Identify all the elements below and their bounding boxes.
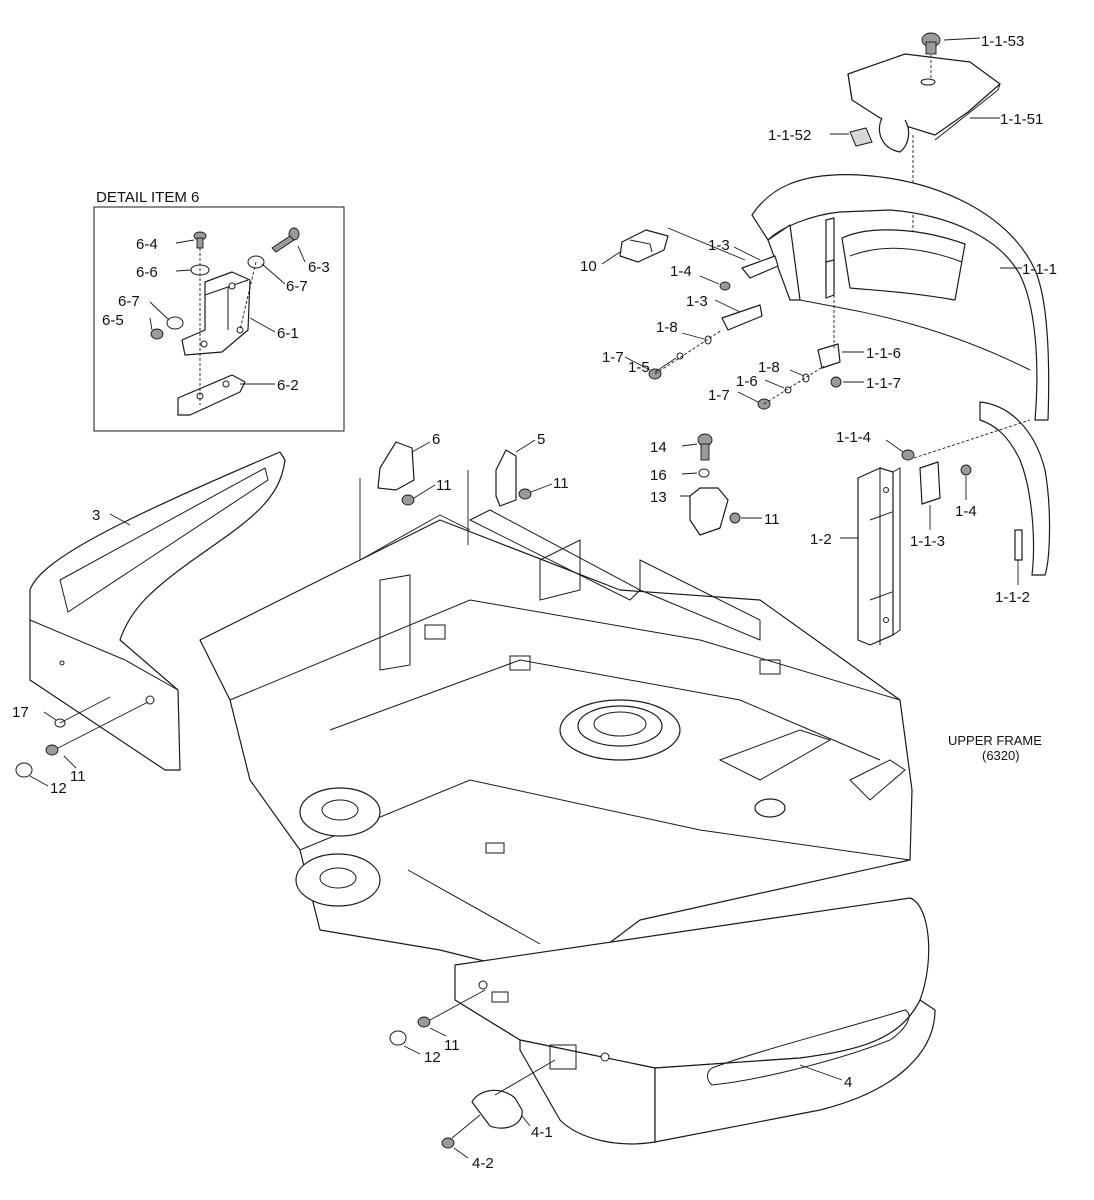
counterweight-4 bbox=[407, 869, 936, 1145]
callout-6: 6 bbox=[432, 431, 440, 448]
side-cover-3 bbox=[29, 451, 286, 771]
callout-1-1-6: 1-1-6 bbox=[866, 345, 901, 362]
callout-11-e: 11 bbox=[70, 768, 86, 785]
side-panel-1-1-2 bbox=[979, 401, 1051, 576]
callout-6-7-right: 6-7 bbox=[286, 278, 308, 295]
bracket-6-1 bbox=[181, 271, 251, 356]
washer-1-8-right bbox=[802, 373, 810, 383]
washer-1-6 bbox=[784, 386, 792, 394]
bolt-6-4 bbox=[193, 231, 207, 249]
bracket-13 bbox=[689, 487, 729, 536]
callout-17: 17 bbox=[12, 704, 29, 721]
callout-1-4-upper: 1-4 bbox=[670, 263, 692, 280]
washer-6-7-left bbox=[166, 316, 184, 330]
callout-1-3-upper: 1-3 bbox=[708, 237, 730, 254]
latch-10 bbox=[619, 227, 746, 263]
callout-11-a: 11 bbox=[436, 477, 452, 494]
cover-plate-4-1 bbox=[471, 1089, 523, 1129]
bolt-1-1-53 bbox=[921, 32, 941, 55]
callout-1-3-lower: 1-3 bbox=[686, 293, 708, 310]
engine-hood-1-1-1 bbox=[751, 174, 1050, 421]
bolt-11-e bbox=[45, 744, 59, 756]
hinge-1-3-lower bbox=[721, 304, 763, 331]
bracket-6-assembly bbox=[377, 441, 415, 491]
bracket-5-upper bbox=[495, 449, 517, 507]
cap-12-left bbox=[15, 762, 33, 778]
plate-6-2 bbox=[177, 374, 246, 416]
callout-10: 10 bbox=[580, 258, 597, 275]
callout-6-5: 6-5 bbox=[102, 312, 124, 329]
callout-11-c: 11 bbox=[764, 511, 780, 528]
callout-4-1: 4-1 bbox=[531, 1124, 553, 1141]
bolt-4-2 bbox=[441, 1137, 455, 1149]
frame-label-line1: UPPER FRAME bbox=[948, 733, 1042, 748]
callout-1-5: 1-5 bbox=[628, 359, 650, 376]
callout-1-1-3: 1-1-3 bbox=[910, 533, 945, 550]
callout-1-7-right: 1-7 bbox=[708, 387, 730, 404]
hinge-bar-1-1-2 bbox=[1014, 529, 1023, 561]
callout-1-4-right: 1-4 bbox=[955, 503, 977, 520]
callout-13: 13 bbox=[650, 489, 667, 506]
callout-6-6: 6-6 bbox=[136, 264, 158, 281]
bolt-11-c bbox=[729, 512, 741, 524]
cover-plate-1-1-51 bbox=[847, 53, 1001, 141]
bolt-1-1-7 bbox=[830, 376, 842, 388]
bolt-11-a bbox=[401, 494, 415, 506]
callout-1-6: 1-6 bbox=[736, 373, 758, 390]
cap-12-bottom bbox=[389, 1030, 407, 1046]
callout-1-1-1: 1-1-1 bbox=[1022, 261, 1057, 278]
upper-frame bbox=[199, 470, 913, 981]
callout-4-2: 4-2 bbox=[472, 1155, 494, 1172]
callout-6-3: 6-3 bbox=[308, 259, 330, 276]
callout-1-1-2: 1-1-2 bbox=[995, 589, 1030, 606]
callout-5-upper: 5 bbox=[537, 431, 545, 448]
callout-1-8-left: 1-8 bbox=[656, 319, 678, 336]
callout-1-8-right: 1-8 bbox=[758, 359, 780, 376]
detail-title: DETAIL ITEM 6 bbox=[96, 189, 199, 206]
callout-6-4: 6-4 bbox=[136, 236, 158, 253]
pin-14 bbox=[697, 433, 713, 461]
callout-1-2: 1-2 bbox=[810, 531, 832, 548]
bolt-1-1-4 bbox=[901, 449, 915, 461]
callout-1-1-52: 1-1-52 bbox=[768, 127, 811, 144]
clip-1-1-52 bbox=[849, 127, 873, 147]
callout-12-left: 12 bbox=[50, 780, 67, 797]
callout-14: 14 bbox=[650, 439, 667, 456]
pillar-1-2 bbox=[857, 467, 901, 646]
washer-1-8-left bbox=[704, 335, 712, 345]
latch-1-1-52 bbox=[878, 117, 910, 153]
callout-1-1-4: 1-1-4 bbox=[836, 429, 871, 446]
callout-11-f: 11 bbox=[444, 1037, 460, 1054]
bracket-1-1-6 bbox=[817, 343, 841, 369]
bolt-11-b bbox=[518, 488, 532, 500]
callout-4: 4 bbox=[844, 1074, 852, 1091]
nut-6-5 bbox=[150, 328, 164, 340]
callout-6-7-left: 6-7 bbox=[118, 293, 140, 310]
callout-1-1-7: 1-1-7 bbox=[866, 375, 901, 392]
bolt-6-3 bbox=[271, 227, 300, 253]
hinge-1-1-3 bbox=[919, 461, 941, 505]
bolt-1-4-right bbox=[960, 464, 972, 476]
callout-11-b: 11 bbox=[553, 475, 569, 492]
hinge-1-3-lower-tab bbox=[825, 259, 835, 299]
bolt-1-4-upper bbox=[719, 281, 731, 291]
frame-label-line2: (6320) bbox=[982, 748, 1020, 763]
callout-6-2: 6-2 bbox=[277, 377, 299, 394]
hinge-1-3-upper bbox=[741, 255, 779, 279]
callout-1-7-left: 1-7 bbox=[602, 349, 624, 366]
bolt-11-f bbox=[417, 1016, 431, 1028]
detail-item-6-panel: DETAIL ITEM 6 6-4 6-6 6-3 bbox=[93, 189, 345, 432]
callout-16: 16 bbox=[650, 467, 667, 484]
washer-16 bbox=[698, 468, 710, 478]
callout-3: 3 bbox=[92, 507, 100, 524]
detail-frame bbox=[93, 206, 345, 432]
callout-1-1-51: 1-1-51 bbox=[1000, 111, 1043, 128]
callout-6-1: 6-1 bbox=[277, 325, 299, 342]
callout-1-1-53: 1-1-53 bbox=[981, 33, 1024, 50]
washer-1-5 bbox=[676, 352, 684, 360]
callout-12-bottom: 12 bbox=[424, 1049, 441, 1066]
